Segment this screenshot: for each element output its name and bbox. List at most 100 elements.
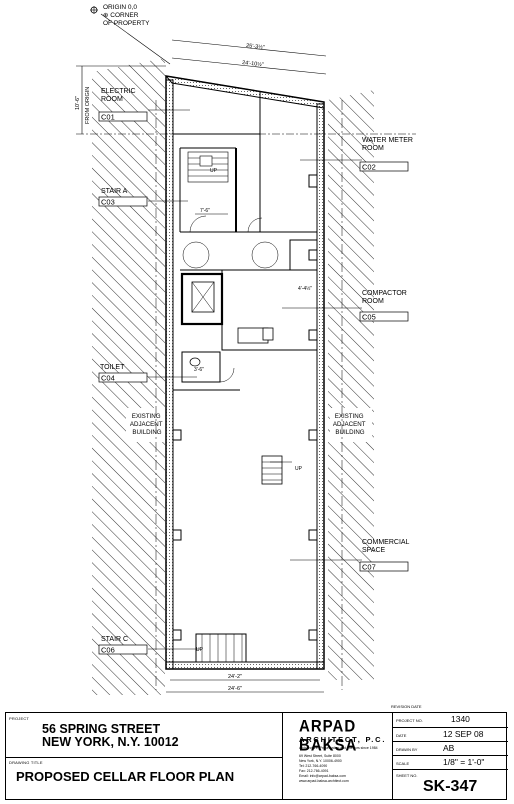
sheet-row: SHEET NO. SK-347	[393, 770, 508, 799]
room-name: SPACE	[362, 547, 386, 554]
date-label: DATE	[396, 733, 407, 738]
project-no-value: 1340	[451, 714, 470, 724]
door-swing	[247, 217, 263, 233]
right-wall	[316, 103, 325, 670]
room-name: ELECTRIC	[101, 88, 136, 95]
column	[308, 429, 318, 441]
floor-plan: ORIGIN 0,0 ⊕ CORNER OF PROPERTY 25'-3½" …	[75, 4, 416, 695]
left-wall	[165, 79, 174, 670]
room-tag: C07	[362, 563, 376, 572]
dim-toilet: 3'-6"	[194, 367, 204, 373]
adjacent-left-1: EXISTING	[132, 413, 161, 420]
title-block: PROJECT 56 SPRING STREET NEW YORK, N.Y. …	[5, 712, 508, 800]
drawing-title: PROPOSED CELLAR FLOOR PLAN	[16, 769, 235, 784]
room-name: STAIR C	[101, 636, 128, 643]
left-label-mask	[126, 408, 168, 442]
project-line1: 56 SPRING STREET	[42, 722, 161, 736]
project-label: PROJECT	[9, 716, 30, 721]
adjacent-left-3: BUILDING	[132, 429, 161, 436]
rear-wall	[165, 661, 325, 670]
date-row: DATE 12 SEP 08	[393, 728, 508, 742]
drawn-by-value: AB	[443, 743, 455, 753]
architect-tagline: Architecture, Preservation and Interiors…	[299, 746, 378, 750]
room-name: ROOM	[101, 96, 123, 103]
column	[308, 529, 318, 541]
equipment	[262, 327, 274, 341]
stair-a-treads	[187, 151, 229, 183]
room-tag-box	[359, 161, 409, 172]
column	[308, 629, 318, 641]
origin-note-line2: ⊕ CORNER	[103, 12, 139, 19]
dim-line-top	[171, 39, 327, 57]
scale-value: 1/8" = 1'-0"	[443, 757, 485, 767]
title-divider	[6, 757, 282, 758]
room-name: COMMERCIAL	[362, 539, 410, 546]
project-no-row: PROJECT NO. 1340	[393, 713, 508, 728]
scale-row: SCALE 1/8" = 1'-0"	[393, 756, 508, 770]
stair-up-label: UP	[295, 466, 303, 472]
architect-line: Tel: 212-766-4090	[299, 764, 328, 768]
dim-from-origin-value: 10'-6"	[75, 96, 81, 110]
project-no-label: PROJECT NO.	[396, 718, 423, 723]
room-name: ROOM	[362, 298, 384, 305]
building-outline-outer	[165, 75, 325, 670]
adjacent-label-left: EXISTING ADJACENT BUILDING	[130, 413, 164, 436]
architect-sub: ARCHITECT, P.C.	[299, 735, 387, 744]
origin-leader	[100, 13, 171, 65]
stair-c	[195, 633, 247, 663]
project-address: 56 SPRING STREET NEW YORK, N.Y. 10012	[42, 723, 179, 749]
adjacent-right-3: BUILDING	[335, 429, 364, 436]
door-swing	[182, 241, 210, 269]
stair-up-label: UP	[210, 168, 218, 174]
date-value: 12 SEP 08	[443, 729, 484, 739]
dim-bottom-inner: 24'-2"	[228, 674, 242, 680]
stair-a-landing	[199, 155, 213, 167]
room-name: WATER METER	[362, 137, 413, 144]
dim-stair-a: 7'-6"	[200, 208, 210, 214]
room-name: COMPACTOR	[362, 290, 407, 297]
info-block: PROJECT NO. 1340 DATE 12 SEP 08 DRAWN BY…	[392, 713, 508, 799]
right-label-mask	[330, 408, 372, 442]
adjacent-left-2: ADJACENT	[130, 421, 163, 428]
dim-top-outer: 25'-3½"	[246, 42, 265, 51]
room-tag-box	[98, 111, 148, 122]
origin-note-line1: ORIGIN 0,0	[103, 4, 137, 11]
dim-top-inner: 24'-10½"	[242, 59, 264, 68]
room-tag: C06	[101, 646, 115, 655]
dim-bottom-outer: 24'-6"	[228, 686, 242, 692]
architect-line: New York, N.Y. 10006-4900	[299, 759, 342, 763]
architect-line: Email: info@arpad-baksa.com	[299, 774, 346, 778]
room-name: STAIR A	[101, 188, 128, 195]
door-swing	[189, 215, 207, 233]
drawing-title-label: DRAWING TITLE	[9, 760, 43, 765]
toilet-room	[181, 351, 221, 383]
door-swing	[251, 241, 279, 269]
adjacent-label-right: EXISTING ADJACENT BUILDING	[333, 413, 367, 436]
room-tag-box	[98, 372, 148, 383]
right-adjacent-hatch	[328, 90, 374, 680]
revision-date-label: REVISION DATE	[391, 704, 422, 709]
door-swing	[219, 367, 235, 383]
sheet-no-value: SK-347	[423, 778, 478, 795]
room-tag-box	[98, 196, 148, 207]
sheet-no-label: SHEET NO.	[396, 773, 418, 778]
architect-name: ARPAD BAKSA	[299, 717, 358, 755]
drawn-by-row: DRAWN BY AB	[393, 742, 508, 756]
dim-line-top	[171, 57, 327, 75]
room-name: ROOM	[362, 145, 384, 152]
compactor-unit	[191, 281, 215, 313]
drawn-by-label: DRAWN BY	[396, 747, 418, 752]
column	[308, 249, 318, 261]
dim-from-origin-label: FROM ORIGIN	[85, 87, 91, 124]
scale-label: SCALE	[396, 761, 410, 766]
dim-compactor: 4'-4½"	[298, 285, 312, 292]
column	[308, 174, 318, 188]
architect-line: Fax: 212-766-4091	[299, 769, 329, 773]
architect-line: www.arpad-baksa-architect.com	[299, 779, 349, 783]
room-tag: C01	[101, 113, 115, 122]
column	[308, 329, 318, 341]
floor-plan-drawing: ORIGIN 0,0 ⊕ CORNER OF PROPERTY 25'-3½" …	[75, 4, 416, 695]
room-tag: C03	[101, 198, 115, 207]
central-stair	[261, 455, 283, 485]
room-tag: C02	[362, 163, 376, 172]
